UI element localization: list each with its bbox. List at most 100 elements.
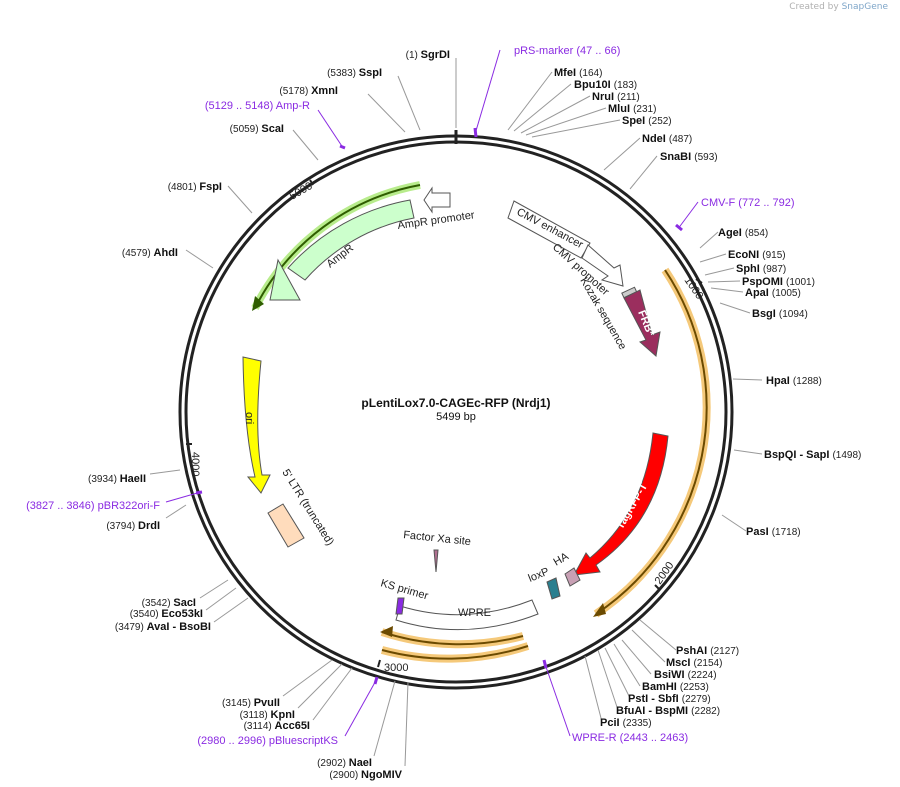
enzyme-label-part: (2335) — [623, 718, 652, 729]
enzyme-pvuii[interactable]: (3145) PvuII — [222, 659, 333, 709]
enzyme-label: SnaBI (593) — [660, 151, 718, 163]
feature-label-ks-primer: KS primer — [379, 577, 430, 602]
feature-frb[interactable]: FRB* — [623, 289, 661, 357]
enzyme-econi[interactable]: EcoNI (915) — [699, 249, 786, 263]
primer-cmv-f[interactable]: CMV-F (772 .. 792) — [675, 197, 795, 232]
enzyme-label-part: PspOMI — [742, 276, 786, 288]
enzyme-apai[interactable]: ApaI (1005) — [710, 287, 801, 299]
enzyme-saci[interactable]: (3542) SacI — [142, 579, 229, 609]
enzyme-label-part: DrdI — [138, 520, 160, 532]
enzyme-leader-line — [292, 129, 319, 161]
enzyme-mlui[interactable]: MluI (231) — [525, 103, 656, 136]
enzyme-label-part: ScaI — [261, 123, 284, 135]
enzyme-avai[interactable]: (3479) AvaI - BsoBI — [115, 597, 249, 633]
primer-prs-marker[interactable]: pRS-marker (47 .. 66) — [473, 45, 620, 138]
enzyme-bfuai[interactable]: BfuAI - BspMI (2282) — [597, 649, 720, 717]
primer-wpre-r[interactable]: WPRE-R (2443 .. 2463) — [542, 659, 688, 744]
enzyme-spei[interactable]: SpeI (252) — [531, 115, 672, 138]
enzyme-label-part: BamHI — [642, 681, 680, 693]
enzyme-pasi[interactable]: PasI (1718) — [721, 514, 801, 538]
primer-pbr322ori-f[interactable]: (3827 .. 3846) pBR322ori-F — [26, 490, 203, 512]
enzyme-psti[interactable]: PstI - SbfI (2279) — [604, 647, 711, 705]
enzyme-label: (2900) NgoMIV — [329, 769, 402, 781]
enzyme-sspi[interactable]: (5383) SspI — [327, 67, 421, 131]
enzyme-bamhi[interactable]: BamHI (2253) — [613, 643, 709, 693]
enzyme-haeii[interactable]: (3934) HaeII — [88, 469, 181, 485]
enzyme-hpai[interactable]: HpaI (1288) — [732, 375, 822, 387]
enzyme-drdi[interactable]: (3794) DrdI — [106, 504, 187, 532]
enzyme-leader-line — [520, 95, 591, 134]
enzyme-label-part: SnaBI — [660, 151, 694, 163]
enzyme-label-part: (5059) — [230, 124, 262, 135]
enzyme-label-part: (3479) — [115, 622, 147, 633]
enzyme-label-part: NaeI — [349, 757, 372, 769]
enzyme-label: (3479) AvaI - BsoBI — [115, 621, 211, 633]
enzyme-label-part: (5383) — [327, 68, 359, 79]
enzyme-leader-line — [513, 83, 572, 132]
enzyme-label-part: XmnI — [311, 85, 338, 97]
enzyme-leader-line — [205, 587, 237, 611]
enzyme-mfei[interactable]: MfeI (164) — [507, 67, 602, 131]
primer-pbluescriptks[interactable]: (2980 .. 2996) pBluescriptKS — [197, 676, 379, 747]
enzyme-label-part: (1094) — [779, 309, 808, 320]
enzyme-nrui[interactable]: NruI (211) — [520, 91, 640, 134]
enzyme-label: (3934) HaeII — [88, 473, 146, 485]
feature-cmv-enhancer[interactable]: CMV enhancer — [507, 200, 591, 259]
enzyme-sphi[interactable]: SphI (987) — [704, 263, 786, 276]
enzyme-leader-line — [603, 137, 641, 171]
enzyme-label-part: (2900) — [329, 770, 361, 781]
enzyme-msci[interactable]: MscI (2154) — [631, 629, 723, 669]
enzyme-xmni[interactable]: (5178) XmnI — [279, 85, 406, 133]
enzyme-bpu10i[interactable]: Bpu10I (183) — [513, 79, 637, 132]
enzyme-ngomiv[interactable]: (2900) NgoMIV — [329, 681, 409, 781]
enzyme-label: (3542) SacI — [142, 597, 196, 609]
enzyme-label: MfeI (164) — [554, 67, 602, 79]
enzyme-scai[interactable]: (5059) ScaI — [230, 123, 319, 161]
enzyme-naei[interactable]: (2902) NaeI — [317, 680, 396, 769]
enzyme-label-part: (3114) — [244, 721, 275, 732]
amp-arc — [251, 181, 421, 311]
enzyme-label: (3145) PvuII — [222, 697, 280, 709]
enzyme-bspqi[interactable]: BspQI - SapI (1498) — [733, 449, 861, 461]
enzyme-snabi[interactable]: SnaBI (593) — [629, 151, 718, 190]
enzyme-leader-line — [367, 93, 406, 133]
primer-amp-r[interactable]: (5129 .. 5148) Amp-R — [205, 100, 346, 150]
enzyme-label: (2902) NaeI — [317, 757, 372, 769]
enzyme-ahdi[interactable]: (4579) AhdI — [122, 247, 214, 269]
enzyme-label-part: (3145) — [222, 698, 254, 709]
enzyme-pcii[interactable]: PciI (2335) — [584, 655, 652, 729]
enzyme-acc65i[interactable]: (3114) Acc65I — [244, 667, 353, 732]
enzyme-label-part: (2154) — [694, 658, 723, 669]
enzyme-label: PspOMI (1001) — [742, 276, 815, 288]
enzyme-label-part: (1288) — [793, 376, 822, 387]
feature-5ltr[interactable]: 5' LTR (truncated) — [267, 467, 336, 548]
enzyme-label-part: SgrDI — [421, 49, 450, 61]
enzyme-sgrdi[interactable]: (1) SgrDI — [406, 49, 457, 128]
enzyme-kpni[interactable]: (3118) KpnI — [240, 663, 343, 721]
enzyme-label: NruI (211) — [592, 91, 640, 103]
enzyme-agei[interactable]: AgeI (854) — [699, 227, 768, 249]
feature-wpre[interactable]: WPRE — [395, 599, 539, 631]
enzyme-eco53ki[interactable]: (3540) Eco53kI — [130, 587, 237, 620]
enzyme-leader-line — [707, 280, 741, 283]
enzyme-bsgi[interactable]: BsgI (1094) — [719, 302, 808, 320]
enzyme-label-part: (854) — [745, 228, 768, 239]
enzyme-ndei[interactable]: NdeI (487) — [603, 133, 692, 171]
enzyme-label-part: (3118) — [240, 710, 271, 721]
enzyme-label: BfuAI - BspMI (2282) — [616, 705, 720, 717]
feature-loxp[interactable]: loxP — [527, 566, 561, 600]
enzyme-label-part: (3794) — [106, 521, 138, 532]
enzyme-bsiwi[interactable]: BsiWI (2224) — [621, 639, 717, 681]
enzyme-fspi[interactable]: (4801) FspI — [168, 181, 253, 214]
feature-tagrfp[interactable]: TagRFP-T — [573, 432, 669, 576]
enzyme-label-part: (2282) — [691, 706, 720, 717]
primer-label: WPRE-R (2443 .. 2463) — [572, 732, 688, 744]
enzyme-leader-line — [213, 597, 249, 623]
feature-ori[interactable]: ori — [242, 356, 271, 494]
enzyme-pspomi[interactable]: PspOMI (1001) — [707, 276, 815, 288]
feature-factor-xa[interactable]: Factor Xa site — [403, 529, 472, 573]
enzyme-pshai[interactable]: PshAI (2127) — [639, 619, 739, 657]
tick-4000: 4000 — [186, 443, 201, 476]
enzyme-label-part: (164) — [579, 68, 602, 79]
enzyme-label-part: (183) — [614, 80, 637, 91]
